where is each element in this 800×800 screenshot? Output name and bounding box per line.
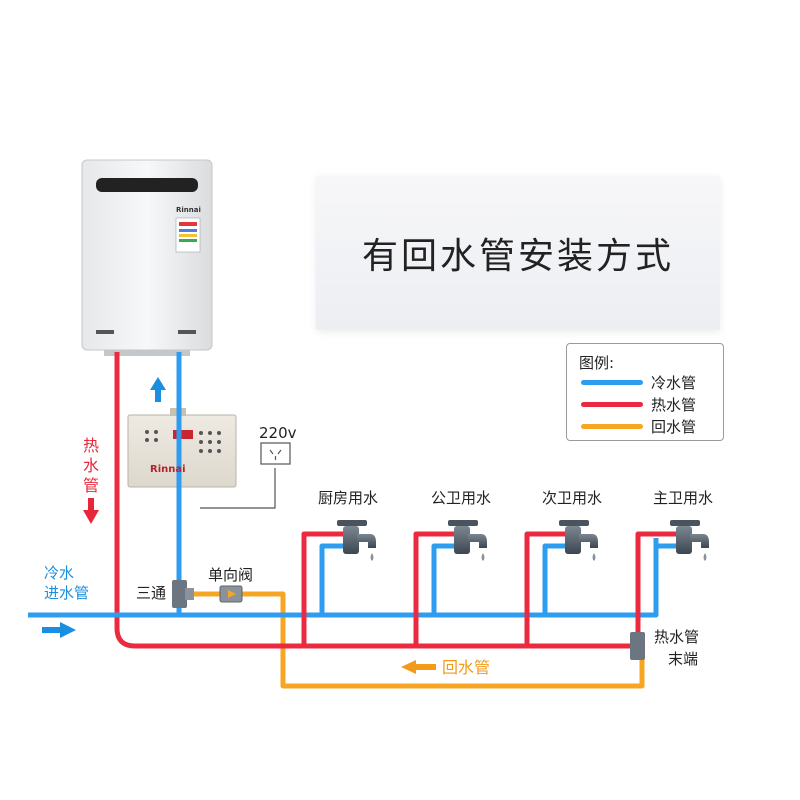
outlet-label-kitchen: 厨房用水 (318, 489, 379, 507)
return-pipe (192, 591, 645, 689)
tee-label: 三通 (136, 584, 167, 602)
hot-pipe-main (114, 352, 636, 649)
arrow-up-icon (150, 377, 166, 402)
legend-label-return: 回水管 (651, 417, 697, 436)
legend-item-cold: 冷水管 (581, 372, 696, 392)
outlet-branches (301, 531, 678, 646)
legend-swatch-hot (581, 401, 643, 407)
arrow-left-icon (401, 660, 436, 674)
cold-pipe-main (28, 538, 659, 618)
hot-pipe-vertical-label: 热 水 管 (81, 436, 101, 496)
legend-item-return: 回水管 (581, 416, 696, 436)
hot-pipe-char-3: 管 (82, 476, 99, 495)
legend-swatch-cold (581, 379, 643, 385)
faucet-master-bath-icon (670, 520, 709, 561)
legend: 图例: 冷水管 热水管 回水管 (566, 343, 724, 441)
check-valve-icon (219, 585, 243, 603)
outlet-label-second-bath: 次卫用水 (542, 489, 603, 507)
hot-end-label-line1: 热水管 (654, 628, 700, 646)
legend-item-hot: 热水管 (581, 394, 696, 414)
faucet-public-bath-icon (448, 520, 487, 561)
check-valve-label: 单向阀 (208, 566, 254, 584)
arrow-down-icon (83, 498, 99, 524)
hot-pipe-end-fitting-icon (630, 632, 645, 660)
power-label: 220v (259, 424, 297, 442)
controller-box (127, 408, 237, 488)
power-socket-icon (260, 442, 291, 465)
title-panel: 有回水管安装方式 (316, 176, 720, 330)
hot-end-label-line2: 末端 (668, 650, 699, 668)
faucet-kitchen-icon (337, 520, 376, 561)
legend-swatch-return (581, 423, 643, 429)
page-title: 有回水管安装方式 (361, 236, 674, 277)
cold-inlet-label-line1: 冷水 (44, 564, 75, 582)
hot-pipe-char-2: 水 (82, 456, 99, 475)
legend-label-hot: 热水管 (651, 395, 697, 414)
legend-title: 图例: (579, 354, 615, 372)
legend-label-cold: 冷水管 (651, 373, 697, 392)
return-pipe-label: 回水管 (442, 658, 491, 677)
outlet-label-master-bath: 主卫用水 (653, 489, 714, 507)
heater-brand-logo: Rinnai (176, 206, 201, 214)
hot-pipe-char-1: 热 (82, 436, 99, 455)
tee-fitting-icon (172, 580, 194, 608)
water-heater (81, 159, 213, 356)
power-cable (200, 468, 276, 509)
faucet-second-bath-icon (559, 520, 598, 561)
outlet-label-public-bath: 公卫用水 (431, 489, 492, 507)
controller-brand-logo: Rinnai (150, 464, 186, 475)
cold-inlet-label-line2: 进水管 (44, 584, 90, 602)
arrow-right-icon (42, 622, 76, 638)
